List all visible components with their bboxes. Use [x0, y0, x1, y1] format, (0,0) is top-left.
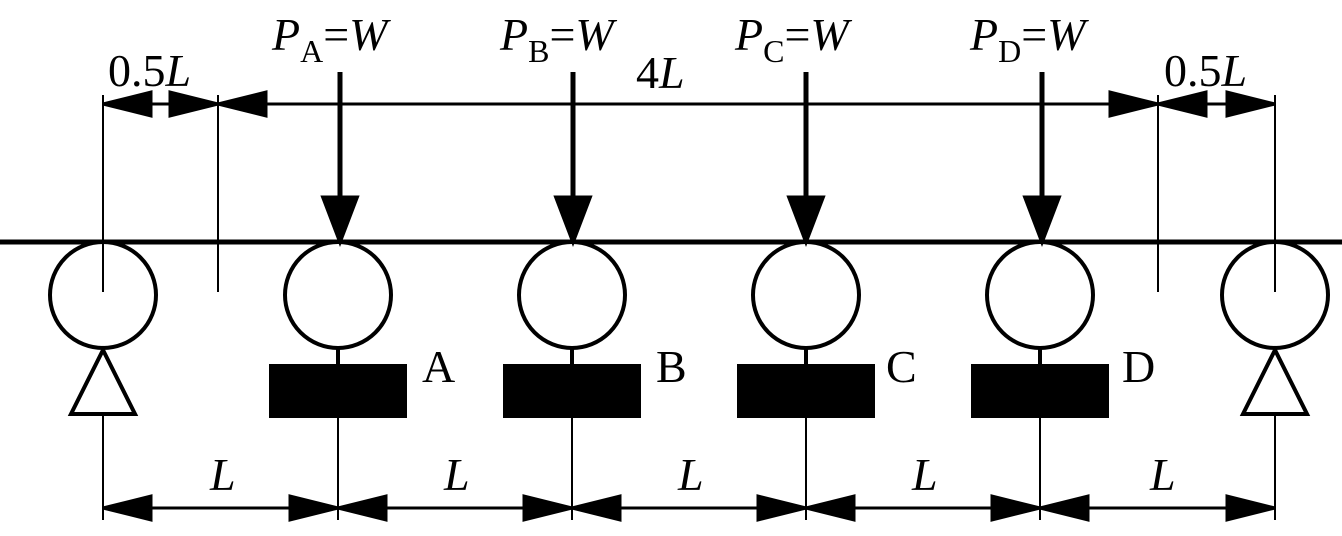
- point-label-d: D: [1122, 341, 1155, 392]
- load-label-b: PB=W: [499, 9, 617, 69]
- point-label-c: C: [886, 341, 917, 392]
- mass-block-d: [971, 364, 1109, 418]
- roller-d: [985, 240, 1095, 350]
- extension-lines: [102, 95, 1276, 520]
- dim-label-span-1: L: [209, 449, 236, 500]
- mass-block-a: [269, 364, 407, 418]
- roller-c: [751, 240, 861, 350]
- top-dimension: [102, 90, 1276, 118]
- pin-supports: [67, 345, 1311, 416]
- load-arrows: [320, 72, 1062, 248]
- dim-label-span-2: L: [443, 449, 470, 500]
- bottom-dimension: [102, 494, 1276, 522]
- rollers: [48, 240, 1330, 350]
- point-label-b: B: [656, 341, 687, 392]
- roller-a: [283, 240, 393, 350]
- point-label-a: A: [422, 341, 455, 392]
- pin-support-left: [67, 345, 139, 416]
- mass-block-b: [503, 364, 641, 418]
- load-label-a: PA=W: [271, 9, 391, 69]
- load-label-d: PD=W: [969, 9, 1089, 69]
- block-stems: [336, 348, 1042, 364]
- load-label-c: PC=W: [734, 9, 852, 69]
- roller-b: [517, 240, 627, 350]
- dim-label-left-half: 0.5L: [108, 45, 191, 96]
- dim-label-mid: 4L: [636, 47, 685, 98]
- dim-label-span-3: L: [677, 449, 704, 500]
- mass-block-c: [737, 364, 875, 418]
- dim-label-span-4: L: [911, 449, 938, 500]
- mass-blocks: [269, 364, 1109, 418]
- dim-label-right-half: 0.5L: [1164, 45, 1247, 96]
- dim-label-span-5: L: [1149, 449, 1176, 500]
- pin-support-right: [1239, 345, 1311, 416]
